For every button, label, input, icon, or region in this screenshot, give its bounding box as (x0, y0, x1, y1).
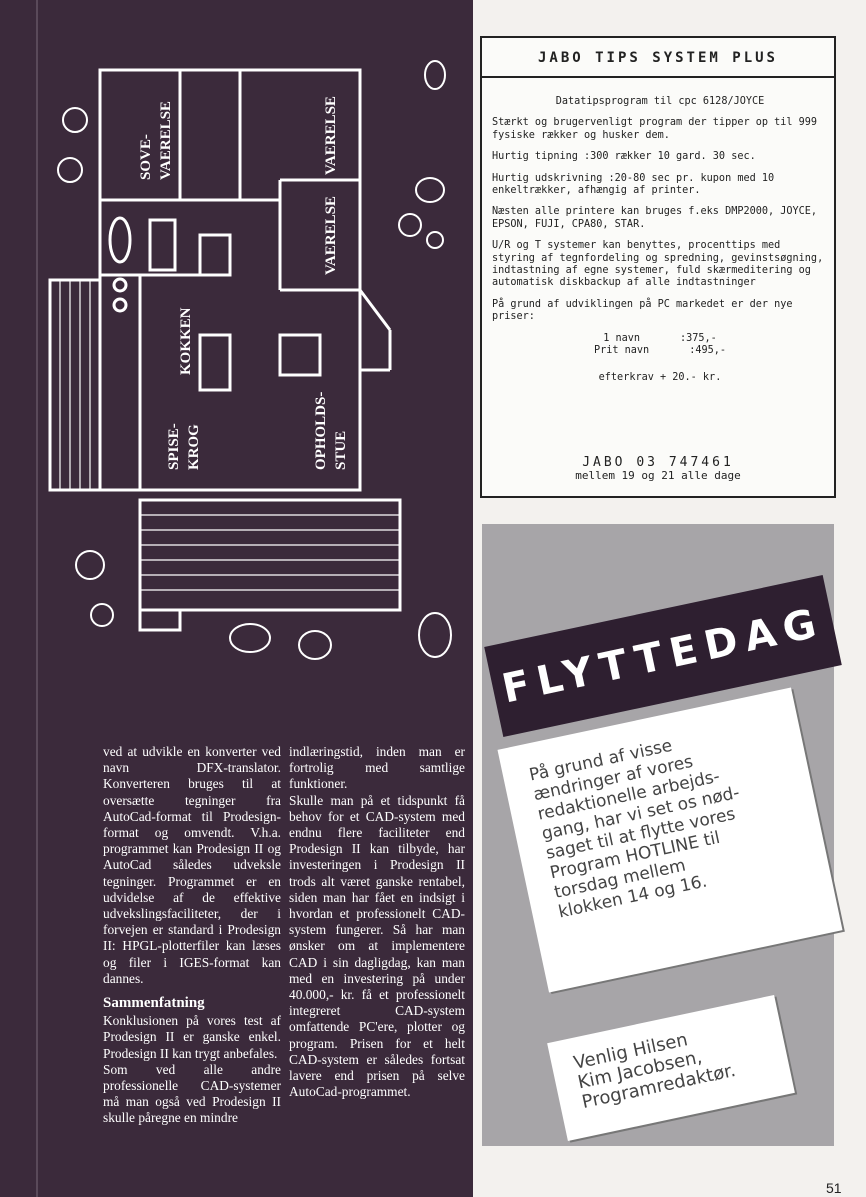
floor-plan-drawing: SOVE-VAERELSE VAERELSE VAERELSE KOKKEN S… (48, 60, 452, 660)
price-value: :375,- (680, 332, 717, 344)
room-label-spisekrog: SPISE-KROG (166, 423, 202, 470)
shrub-icon (298, 630, 332, 660)
shrub-icon (229, 623, 271, 653)
plant-icon (426, 231, 444, 249)
article-paragraph: Konklusionen på vores test af Prodesign … (103, 1013, 281, 1061)
plant-icon (62, 107, 88, 133)
ad-footer: JABO 03 747461 mellem 19 og 21 alle dage (482, 456, 834, 482)
ad-postage: efterkrav + 20.- kr. (598, 371, 722, 383)
article-paragraph: Skulle man på et tidspunkt få behov for … (289, 792, 465, 1100)
article-heading: Sammenfatning (103, 995, 205, 1012)
price-row: 1 navn :375,- (492, 333, 828, 345)
left-dark-panel: SOVE-VAERELSE VAERELSE VAERELSE KOKKEN S… (0, 0, 473, 1197)
shrub-icon (424, 60, 446, 90)
ad-hours: mellem 19 og 21 alle dage (575, 469, 741, 482)
ad-line: Næsten alle printere kan bruges f.eks DM… (492, 206, 818, 230)
room-label-kokken: KOKKEN (178, 307, 194, 375)
room-label-vaerelse-2: VAERELSE (323, 196, 339, 275)
price-label: 1 navn (603, 332, 640, 344)
shrub-icon (418, 612, 452, 658)
plant-icon (75, 550, 105, 580)
ad-line: Hurtig tipning :300 rækker 10 gard. 30 s… (492, 151, 756, 163)
notice-body: På grund af visse ændringer af vores red… (527, 735, 742, 923)
plant-icon (57, 157, 83, 183)
ad-body: Datatipsprogram til cpc 6128/JOYCE Stærk… (492, 96, 828, 393)
plant-icon (398, 213, 422, 237)
article-paragraph: ved at udvikle en konverter ved navn DFX… (103, 744, 281, 986)
room-label-opholdsstue: OPHOLDS-STUE (313, 392, 349, 470)
page-edge-line (36, 0, 38, 1197)
jabo-advertisement: JABO TIPS SYSTEM PLUS Datatipsprogram ti… (480, 36, 836, 498)
room-label-sovevaerelse: SOVE-VAERELSE (138, 101, 174, 180)
ad-line: Stærkt og brugervenligt program der tipp… (492, 117, 818, 141)
ad-phone: JABO 03 747461 (582, 455, 734, 470)
page-number: 51 (826, 1180, 842, 1196)
price-value: :495,- (689, 345, 726, 357)
ad-line: Datatipsprogram til cpc 6128/JOYCE (555, 96, 765, 107)
ad-line: U/R og T systemer kan benyttes, procentt… (492, 240, 824, 289)
shrub-icon (415, 177, 445, 203)
price-row: Prit navn :495,- (492, 345, 828, 357)
article-column-2: indlæringstid, inden man er fortrolig me… (289, 744, 465, 1100)
ad-title: JABO TIPS SYSTEM PLUS (482, 38, 834, 78)
price-label: Prit navn (593, 345, 650, 357)
room-label-vaerelse-1: VAERELSE (323, 96, 339, 175)
ad-line: På grund af udviklingen på PC markedet e… (492, 298, 793, 323)
plant-icon (90, 603, 114, 627)
article-column-1: ved at udvikle en konverter ved navn DFX… (103, 744, 281, 1127)
ad-line: Hurtig udskrivning :20-80 sec pr. kupon … (492, 172, 775, 197)
article-paragraph: Som ved alle andre professionelle CAD-sy… (103, 1061, 281, 1126)
article-paragraph: indlæringstid, inden man er fortrolig me… (289, 744, 465, 792)
